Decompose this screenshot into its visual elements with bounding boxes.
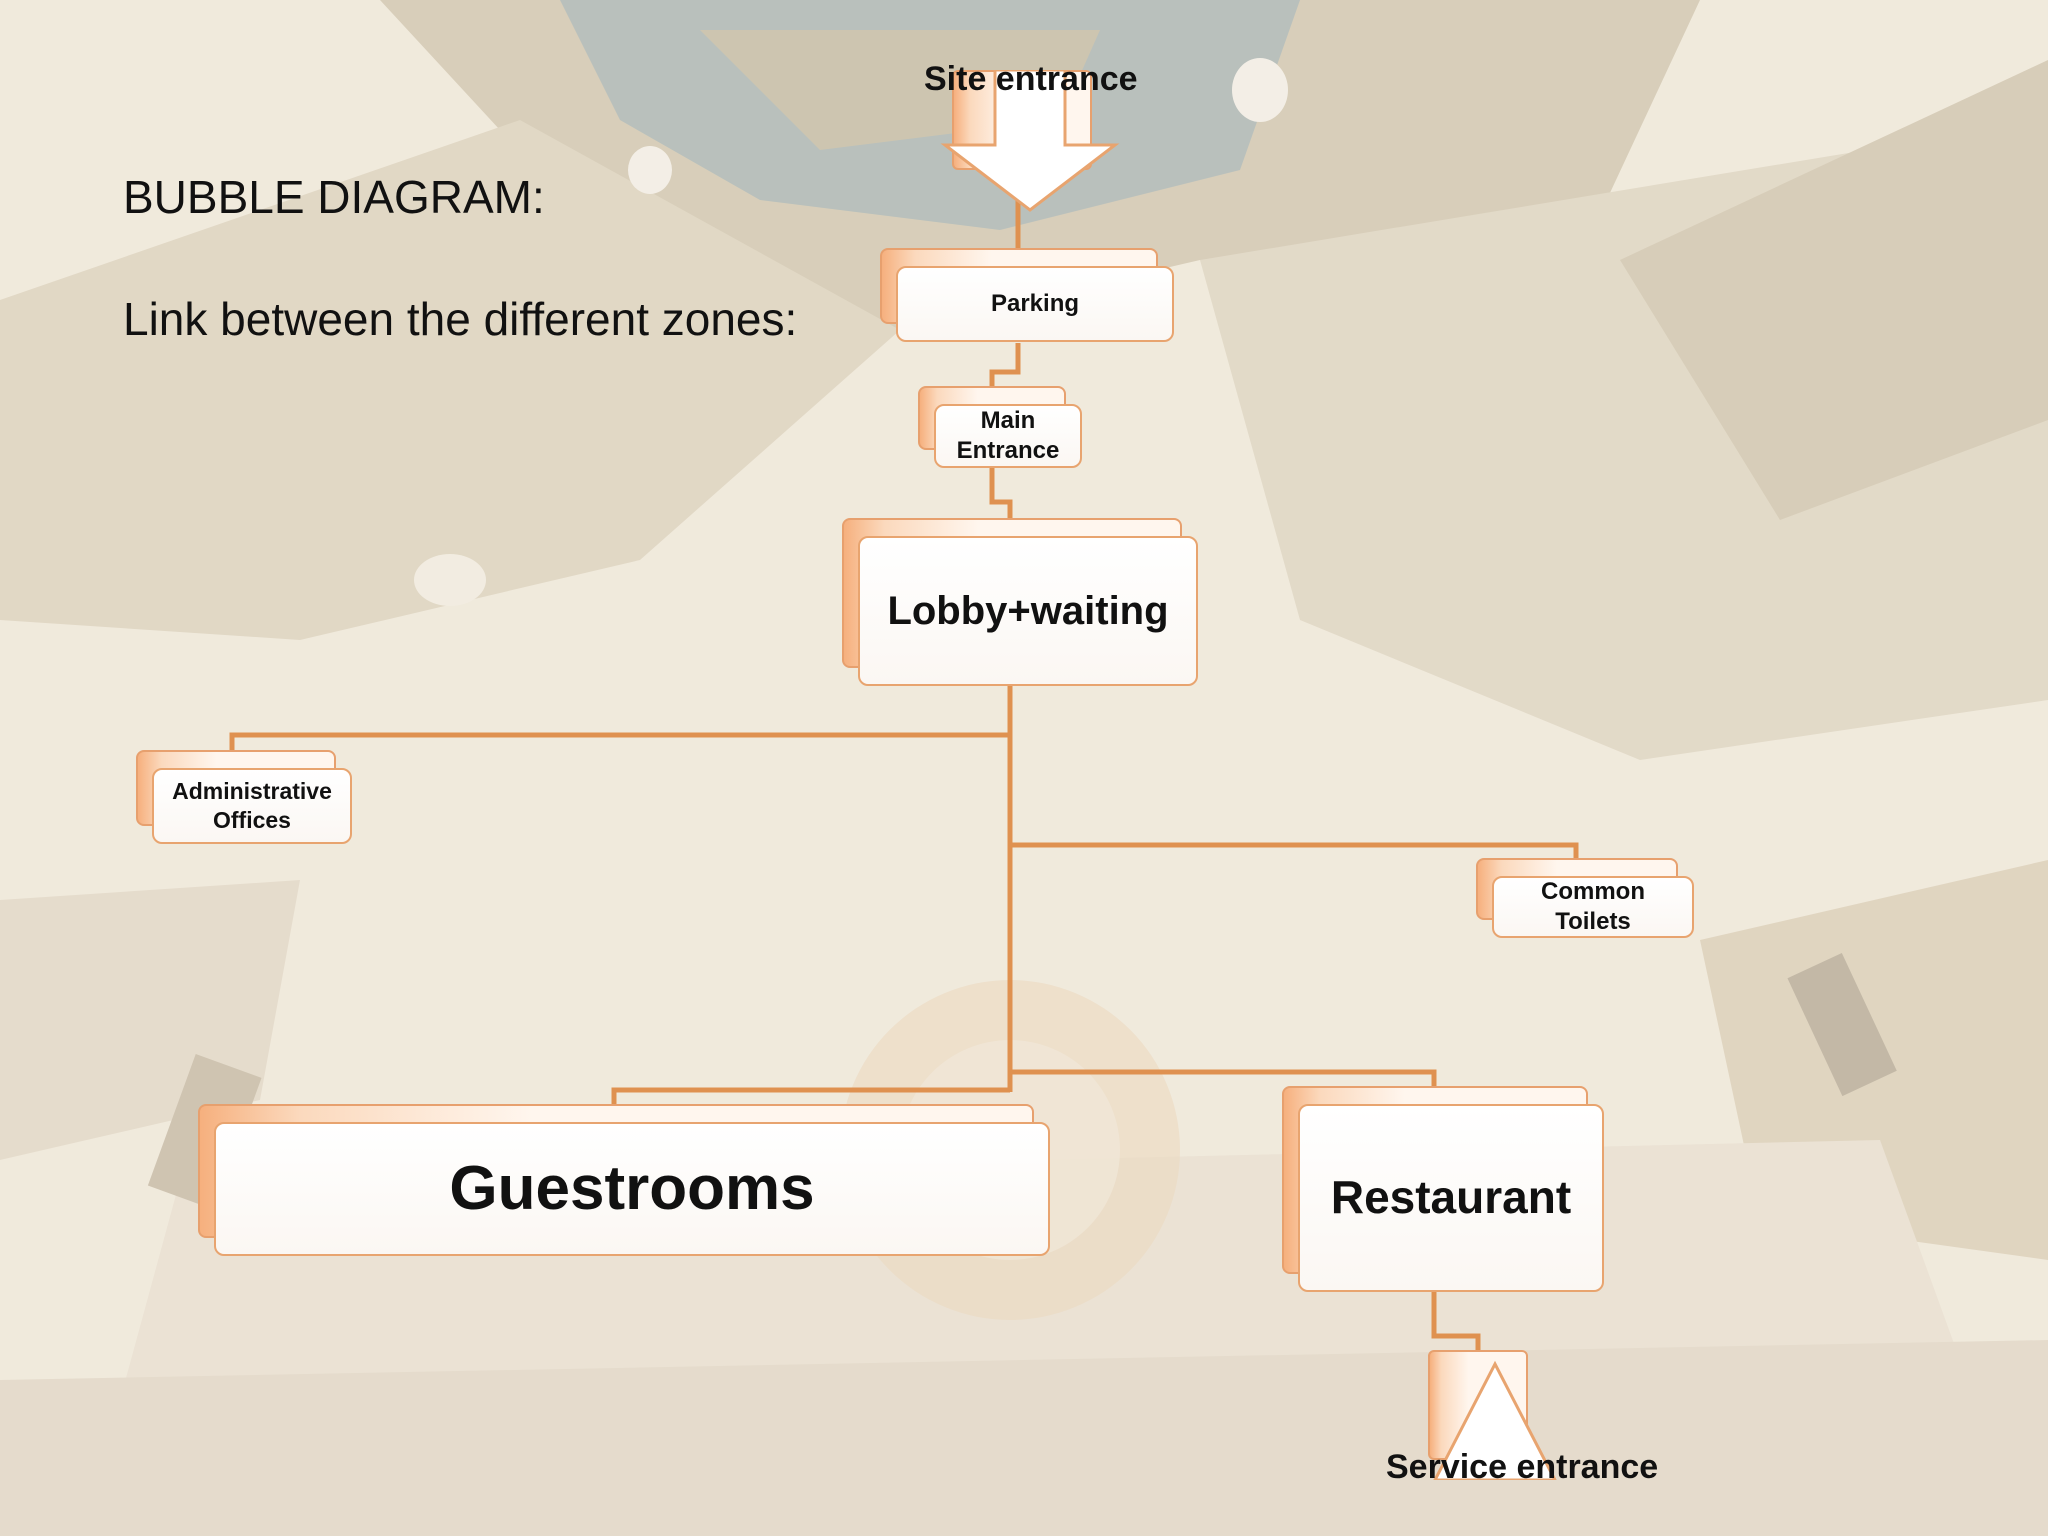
node-guestrooms[interactable]: Guestrooms bbox=[198, 1104, 1050, 1256]
node-parking-label: Parking bbox=[990, 290, 1080, 317]
diagram-subheading: Link between the different zones: bbox=[123, 293, 798, 345]
diagram-heading: BUBBLE DIAGRAM: bbox=[123, 171, 545, 223]
node-parking[interactable]: Parking bbox=[880, 248, 1174, 342]
node-common-toilets-label: Common Toilets bbox=[1541, 878, 1645, 935]
node-guestrooms-label: Guestrooms bbox=[449, 1154, 815, 1224]
node-admin-offices[interactable]: Administrative Offices bbox=[136, 750, 352, 844]
down-arrow-icon bbox=[940, 70, 1120, 212]
node-restaurant-label: Restaurant bbox=[1330, 1171, 1572, 1224]
node-admin-offices-label: Administrative Offices bbox=[172, 778, 332, 833]
up-arrow-icon bbox=[1433, 1360, 1557, 1480]
service-entrance-label: Service entrance bbox=[1386, 1448, 1659, 1486]
site-entrance-label: Site entrance bbox=[924, 60, 1138, 98]
node-main-entrance[interactable]: Main Entrance bbox=[918, 386, 1082, 468]
node-common-toilets[interactable]: Common Toilets bbox=[1476, 858, 1694, 938]
node-lobby[interactable]: Lobby+waiting bbox=[842, 518, 1198, 686]
node-lobby-label: Lobby+waiting bbox=[887, 589, 1169, 633]
node-main-entrance-label: Main Entrance bbox=[956, 407, 1060, 464]
node-restaurant[interactable]: Restaurant bbox=[1282, 1086, 1604, 1292]
